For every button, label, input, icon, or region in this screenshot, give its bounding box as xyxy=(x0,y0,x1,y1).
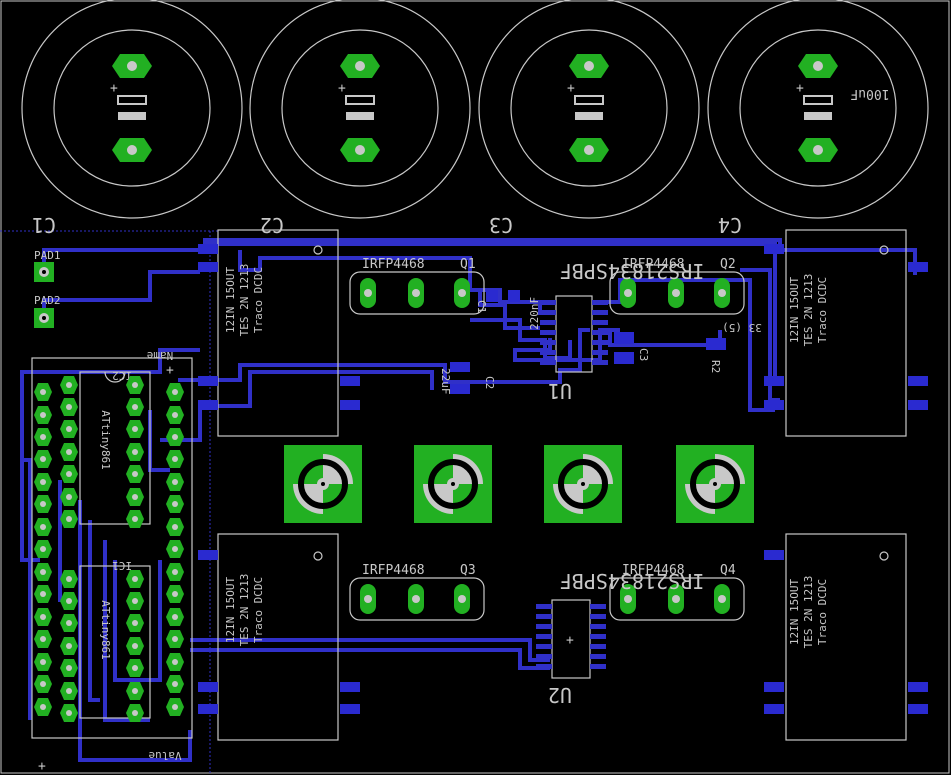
smd-c2[interactable]: C2 22uF xyxy=(439,362,496,395)
mosfet-q2[interactable]: IRFP4468 Q2 xyxy=(609,257,745,315)
mosfet-q1-part: IRFP4468 xyxy=(362,257,425,272)
mosfet-q1[interactable]: IRFP4468 Q1 xyxy=(349,257,485,315)
driver-u2[interactable]: + IRS21834SPBF U2 xyxy=(536,569,704,707)
dcdc-br-line3: 12IN 15OUT xyxy=(788,579,801,646)
mosfet-q3[interactable]: IRFP4468 Q3 xyxy=(349,563,485,621)
dcdc-bl-line1: Traco DCDC xyxy=(252,577,265,643)
driver-u1[interactable]: IRS21834SPBF U1 xyxy=(540,259,704,403)
smd-c2-ref: C2 xyxy=(483,376,496,389)
dcdc-br-line2: TES 2N 1213 xyxy=(802,576,815,649)
header-holes xyxy=(40,382,178,716)
dcdc-converter-top-right[interactable]: Traco DCDC TES 2N 1213 12IN 15OUT xyxy=(764,229,928,437)
svg-text:+: + xyxy=(567,81,575,96)
pad-1-label: PAD1 xyxy=(34,249,61,262)
dcdc-tl-line1: Traco DCDC xyxy=(252,267,265,333)
ic1-ref: IC1 xyxy=(112,559,132,572)
dcdc-converter-top-left[interactable]: Traco DCDC TES 2N 1213 12IN 15OUT xyxy=(198,229,360,437)
dcdc-tr-line3: 12IN 15OUT xyxy=(788,277,801,344)
ic1[interactable]: ATtiny861 IC1 xyxy=(79,559,151,719)
mcu-cross: + xyxy=(166,363,174,378)
dcdc-converter-bottom-left[interactable]: Traco DCDC TES 2N 1213 12IN 15OUT xyxy=(198,533,360,741)
dcdc-bl-line2: TES 2N 1213 xyxy=(238,574,251,647)
svg-text:+: + xyxy=(566,633,574,648)
smd-r2[interactable]: R2 33 (5) xyxy=(706,321,762,373)
capacitor-c4[interactable]: + C4 100uF xyxy=(707,0,929,237)
smd-r2-ref: R2 xyxy=(709,360,722,373)
ic2-ref: IC2 xyxy=(112,369,132,382)
ic2[interactable]: ATtiny861 IC2 xyxy=(79,369,151,525)
ic1-part: ATtiny861 xyxy=(99,600,112,660)
name-label: Name xyxy=(147,349,174,362)
capacitor-c4-value: 100uF xyxy=(850,86,889,101)
capacitor-c4-ref: C4 xyxy=(718,213,742,237)
mount-pad-2[interactable] xyxy=(414,445,492,523)
smd-c1-value: 220nF xyxy=(528,297,541,330)
pad-1[interactable]: PAD1 xyxy=(34,249,61,282)
mount-pad-1[interactable] xyxy=(284,445,362,523)
mosfet-q2-part: IRFP4468 xyxy=(622,257,685,272)
driver-u1-ref: U1 xyxy=(548,379,572,403)
capacitor-c3-ref: C3 xyxy=(489,213,513,237)
dcdc-bl-line3: 12IN 15OUT xyxy=(224,577,237,644)
dcdc-br-line1: Traco DCDC xyxy=(816,579,829,645)
svg-text:+: + xyxy=(110,81,118,96)
mosfet-q3-ref: Q3 xyxy=(460,563,476,578)
capacitor-c1[interactable]: + C1 xyxy=(21,0,243,237)
smd-c1[interactable]: C1 220nF xyxy=(475,290,541,330)
smd-c1-ref: C1 xyxy=(475,300,488,313)
origin-cross: + xyxy=(38,759,46,774)
pad-2-label: PAD2 xyxy=(34,294,61,307)
ic2-part: ATtiny861 xyxy=(99,410,112,470)
dcdc-tr-line2: TES 2N 1213 xyxy=(802,274,815,347)
svg-text:+: + xyxy=(796,81,804,96)
value-label: Value xyxy=(148,749,181,762)
mosfet-q2-ref: Q2 xyxy=(720,257,736,272)
driver-u2-ref: U2 xyxy=(548,683,572,707)
pad-2[interactable]: PAD2 xyxy=(34,294,61,328)
smd-c2-value: 22uF xyxy=(439,368,452,395)
mount-pad-4[interactable] xyxy=(676,445,754,523)
svg-text:+: + xyxy=(338,81,346,96)
capacitor-c2-ref: C2 xyxy=(260,213,284,237)
smd-r2-value: 33 (5) xyxy=(722,321,762,334)
mosfet-q3-part: IRFP4468 xyxy=(362,563,425,578)
capacitor-c1-ref: C1 xyxy=(32,213,56,237)
mosfet-q4-ref: Q4 xyxy=(720,563,736,578)
driver-u2-part: IRS21834SPBF xyxy=(560,569,705,593)
smd-c3-ref: C3 xyxy=(637,348,650,361)
driver-u1-part: IRS21834SPBF xyxy=(560,259,705,283)
mosfet-q4[interactable]: IRFP4468 Q4 xyxy=(609,563,745,621)
dcdc-converter-bottom-right[interactable]: Traco DCDC TES 2N 1213 12IN 15OUT xyxy=(764,533,928,741)
dcdc-tl-line3: 12IN 15OUT xyxy=(224,267,237,334)
mosfet-q4-part: IRFP4468 xyxy=(622,563,685,578)
smd-c3[interactable]: C3 xyxy=(614,332,650,364)
dcdc-tr-line1: Traco DCDC xyxy=(816,277,829,343)
mount-pad-3[interactable] xyxy=(544,445,622,523)
capacitor-c3[interactable]: + C3 xyxy=(478,0,700,237)
mosfet-q1-ref: Q1 xyxy=(460,257,476,272)
capacitor-c2[interactable]: + C2 xyxy=(249,0,471,237)
dcdc-tl-line2: TES 2N 1213 xyxy=(238,264,251,337)
mcu-area: Name Value xyxy=(31,349,193,762)
